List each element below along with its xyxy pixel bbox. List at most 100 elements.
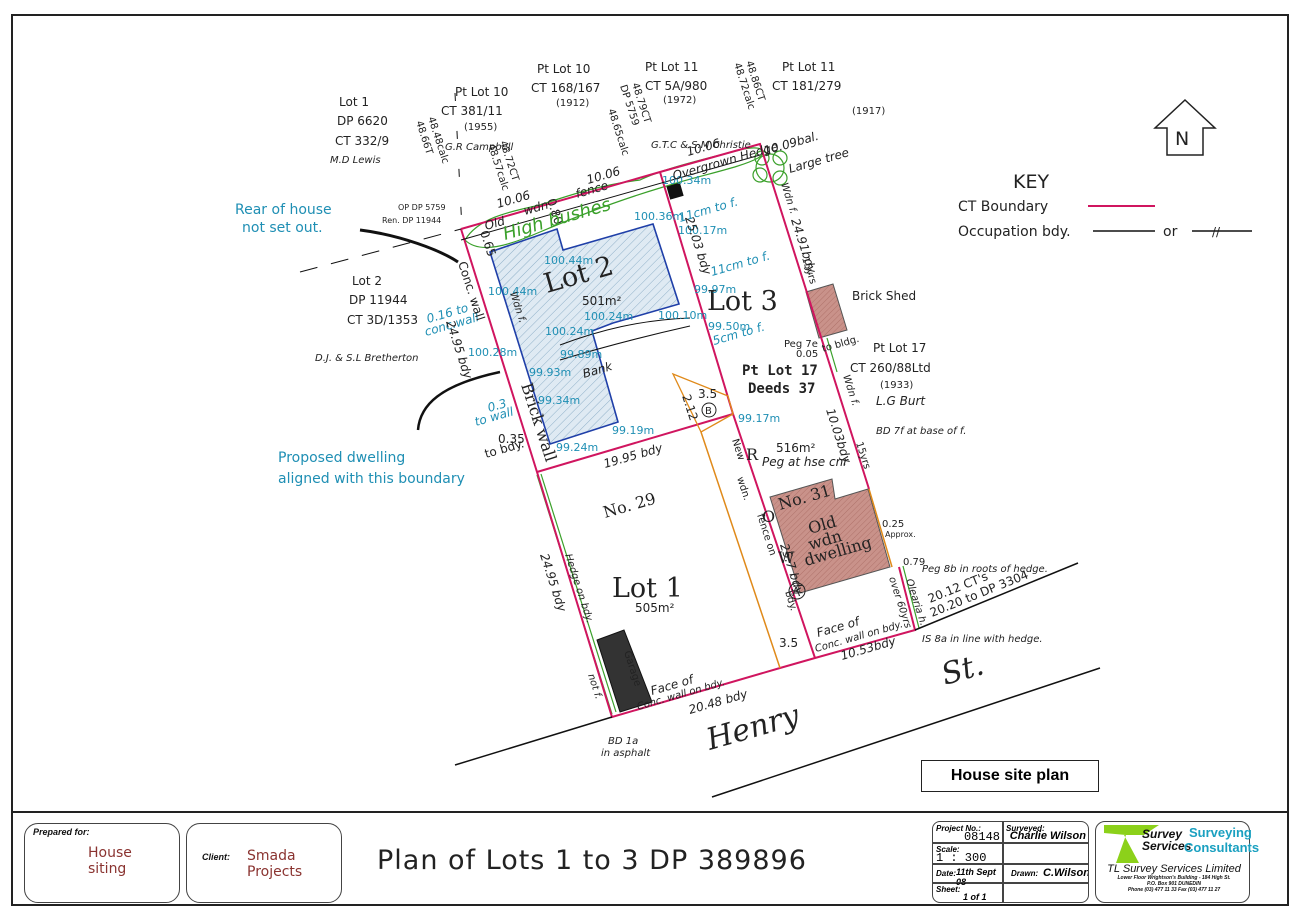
key-title: KEY [1013, 171, 1049, 193]
date-cell: Date:11th Sept 08 [933, 863, 1004, 887]
note: Large tree [787, 145, 851, 176]
company-logo-icon [1104, 825, 1159, 863]
row-mark: B [705, 406, 712, 417]
neighbour-label: CT 5A/980 [645, 79, 707, 93]
dimension: Approx. [885, 530, 916, 539]
plan-title: Plan of Lots 1 to 3 DP 389896 [377, 845, 807, 876]
encroachment-line [868, 488, 893, 568]
rear-dim: OP DP 5759 [398, 203, 446, 212]
note: to bldg. [821, 334, 861, 355]
neighbour-owner: D.J. & S.L Bretherton [315, 353, 418, 364]
drawn-value: C.Wilson [1043, 867, 1089, 879]
blank-cell [1002, 842, 1088, 865]
key-ct-label: CT Boundary [958, 199, 1048, 215]
key-or: or [1163, 224, 1178, 240]
spot-level: 100.44m [544, 254, 593, 267]
neighbour-label: CT 168/167 [531, 81, 600, 95]
client-line-2: Projects [247, 864, 303, 880]
sheet-label: Sheet: [936, 885, 961, 894]
spot-level: 100.24m [584, 310, 633, 323]
occupation-lines [299, 92, 1101, 798]
garage [596, 629, 653, 713]
neighbour-label: CT 181/279 [772, 79, 841, 93]
north-letter: N [1175, 128, 1189, 150]
prepared-line-1: House [88, 845, 132, 861]
sheet-value: 1 of 1 [963, 892, 987, 902]
neighbour-label: (1955) [464, 122, 497, 133]
callout-proposed: Proposed dwelling [278, 450, 405, 466]
prepared-for-box: Prepared for: House siting [24, 823, 180, 903]
key-occ-label: Occupation bdy. [958, 224, 1071, 240]
project-no-label: Project No.: [936, 824, 981, 833]
dimension: 0.25 [882, 519, 904, 530]
sheet-cell: Sheet:1 of 1 [933, 882, 1004, 902]
callout-rear: Rear of house [235, 202, 332, 218]
scale-cell: Scale:1 : 300 [933, 842, 1004, 865]
scale-value: 1 : 300 [936, 851, 987, 865]
company-name: TL Survey Services Limited [1107, 863, 1241, 875]
project-no-cell: Project No.:08148 [933, 822, 1004, 844]
lot1-area: 505m² [635, 601, 675, 615]
row-letter: R [746, 445, 759, 464]
deeds-label: Pt Lot 17 [742, 363, 818, 379]
neighbour-owner: G.R Campbell [445, 142, 514, 153]
blank-cell-2 [1002, 882, 1088, 902]
note: Peg 7e [784, 339, 818, 350]
key-break-mark: // [1212, 225, 1221, 239]
note: Hedge on bdy. [562, 553, 595, 625]
spot-level: 99.19m [612, 424, 654, 437]
logo-consultants: Consultants [1184, 840, 1260, 855]
callout-rear: not set out. [242, 220, 323, 236]
neighbour-label: CT 3D/1353 [347, 313, 418, 327]
note: Peg 8b in roots of hedge. [922, 564, 1048, 575]
neighbour-label: Lot 2 [352, 274, 382, 288]
dimension: 15yrs [853, 441, 872, 471]
company-phone: Phone (03) 477 11 33 Fax (03) 477 11 27 [1127, 887, 1221, 893]
neighbour-owner: L.G Burt [876, 394, 926, 408]
drawn-cell: Drawn: C.Wilson [1002, 863, 1089, 884]
prepared-line-2: siting [88, 861, 127, 877]
surveyed-value: Charlie Wilson [1009, 830, 1086, 842]
neighbour-label: (1972) [663, 95, 696, 106]
neighbour-label: CT 332/9 [335, 134, 389, 148]
note: wdn. [734, 476, 752, 502]
north-arrow-icon [1153, 98, 1217, 156]
row-letter: O [762, 507, 775, 526]
lot3-area: 516m² [776, 441, 816, 455]
neighbour-owner: M.D Lewis [330, 155, 381, 166]
prepared-for-label: Prepared for: [33, 827, 90, 837]
company-po-box: P.O. Box 901 DUNEDIN [1146, 881, 1202, 887]
row-boundary [700, 431, 781, 669]
row-mark: A [792, 585, 801, 599]
neighbour-label: Lot 1 [339, 95, 369, 109]
spot-level: 100.34m [662, 174, 711, 187]
row-letter: W [778, 548, 795, 567]
company-address: Lower Floor Wrightson's Building - 184 H… [1117, 875, 1231, 881]
note: wdn [522, 198, 550, 218]
lot3-label: Lot 3 [707, 286, 778, 317]
client-value: Smada Projects [247, 848, 302, 880]
note: BD 7f at base of f. [876, 426, 966, 437]
neighbour-label: DP 6620 [337, 114, 388, 128]
dimension: 0.65 [477, 229, 499, 259]
street-suffix: St. [938, 647, 988, 692]
client-box: Client: Smada Projects [186, 823, 342, 903]
neighbour-label: CT 381/11 [441, 104, 503, 118]
scale-label: Scale: [936, 845, 960, 854]
neighbour-label: CT 260/88Ltd [850, 361, 931, 375]
neighbour-label: Pt Lot 11 [645, 60, 698, 74]
offset-note: 11cm to f. [709, 249, 772, 279]
lot2-area: 501m² [582, 294, 622, 308]
company-logo-box: Survey Services Surveying Consultants TL… [1095, 821, 1259, 903]
drawn-label: Drawn: [1011, 869, 1039, 878]
logo-services: Services [1142, 839, 1192, 853]
spot-level: 100.44m [488, 285, 537, 298]
note: New [729, 438, 746, 462]
date-label: Date: [936, 869, 957, 878]
spot-level: 99.24m [556, 441, 598, 454]
project-details-box: Project No.:08148 Surveyed:Charlie Wilso… [932, 821, 1089, 903]
house-site-plan-label: House site plan [921, 760, 1099, 792]
note: Brick Shed [852, 289, 916, 303]
shed-square [666, 182, 684, 200]
